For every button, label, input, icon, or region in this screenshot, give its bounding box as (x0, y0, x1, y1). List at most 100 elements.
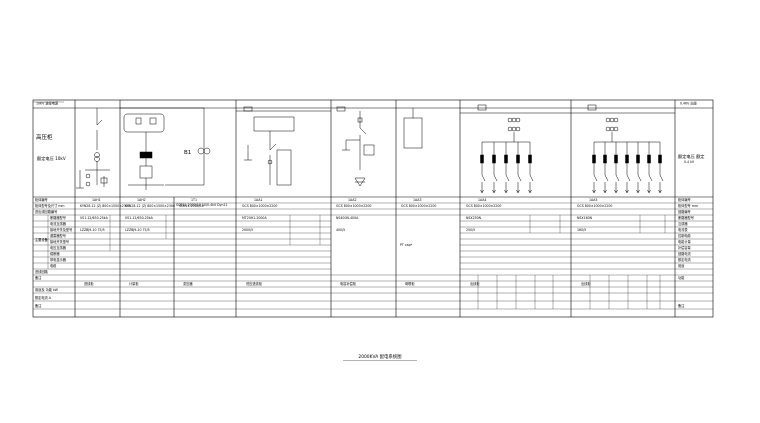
row-label-left: 用途及 功能 kW (35, 287, 59, 292)
panel-ct: 400/5 (336, 228, 345, 232)
row-label-left: 额定电流 A (35, 295, 52, 300)
row-label-left: 柜体编号 (35, 197, 48, 202)
panel-number: 1AA3 (413, 198, 422, 202)
circuit-lv-incomer (236, 106, 331, 186)
circuit-feeder-b (571, 104, 675, 143)
row-label-left: 接地开关型号 (50, 239, 69, 244)
row-label-right: 功能 (678, 275, 685, 280)
feeder-branches-b (592, 142, 664, 194)
panel-ct: 250/5 (466, 228, 475, 232)
panel-model: GCS 800×1000×2200 (466, 204, 501, 208)
panel-use: 出线柜 (581, 281, 591, 286)
busbar (120, 107, 211, 186)
row-label-right: 断路器型号 (678, 215, 694, 220)
panel-ct: 160/5 (577, 228, 586, 232)
feeder-branch (614, 142, 620, 194)
drawing-caption: 2000KVA 配电系统图 (358, 353, 402, 360)
panel-breaker: MT20H1-2000A (242, 216, 267, 220)
panel-number: 1T1 (191, 198, 197, 202)
panel-number: 1AA5 (589, 198, 598, 202)
panel-number: 1AA1 (254, 198, 263, 202)
left-header-subtitle: 额定电压 10kV (37, 155, 66, 162)
left-header-title: 高压柜 (36, 133, 53, 141)
panel-ct: 2000/5 (242, 228, 253, 232)
feeder-branches-a (480, 142, 534, 194)
panel-model: GCS 800×1000×2200 (577, 204, 612, 208)
panel-use: 计量柜 (129, 281, 139, 286)
feeder-branch (480, 142, 486, 194)
panel-use: 出线柜 (470, 281, 480, 286)
side-label: 主要设备 (35, 237, 49, 242)
row-label-left: 进出线回路编号 (35, 209, 57, 214)
feeder-branch (528, 142, 534, 194)
feeder-branch (516, 142, 522, 194)
row-label-left: 电流互感器 (50, 221, 67, 226)
panel-number: 1AA4 (478, 198, 487, 202)
panel-number: 1AA2 (348, 198, 357, 202)
left-header-top-note: 10KV 进线电源 (36, 101, 59, 106)
panel-dividers (74, 100, 676, 317)
feeder-branch (636, 142, 642, 194)
transformer-label: SCB11-2000/10 10/0.4kV Dyn11 (176, 203, 228, 207)
table-grid (33, 202, 713, 310)
feeder-branch (603, 142, 609, 194)
panel-use: 电容补偿柜 (340, 281, 357, 286)
empty-panel-note: PT cap* (400, 243, 413, 247)
row-label-left: 备注 (35, 275, 42, 280)
row-label-right: 控制电缆 (678, 233, 692, 238)
row-label-left: 柜体型号及尺寸 mm (35, 203, 65, 208)
row-label-right: 额定电流 (678, 257, 692, 262)
row-label-right: 补偿容量 (678, 245, 692, 250)
circuit-metering (123, 113, 165, 190)
row-label-left: 电缆 (50, 263, 57, 268)
right-header-subtitle-1: 额定电压 额定 (678, 153, 704, 160)
panel-model: SCB11-2000/10 (179, 204, 204, 208)
row-label-left: 电压互感器 (50, 245, 67, 250)
panel-ct: LZZBJ9-10 75/5 (80, 228, 105, 232)
row-label-left: 断路器型号 (50, 215, 66, 220)
panel-model: GCS 800×1000×2200 (242, 204, 277, 208)
feeder-branch (647, 142, 653, 194)
row-label-right: 电能计量 (678, 239, 692, 244)
panel-breaker: NSX250N (466, 216, 482, 220)
row-label-right: 柜体型号 mm (678, 203, 698, 208)
row-label-right: 电流表 (678, 227, 688, 232)
panel-breaker: VS1-12/630-25kA (125, 216, 154, 220)
row-label-right: 备注 (678, 303, 685, 308)
panel-use: 变压器 (183, 281, 193, 286)
row-label-right: 柜体编号 (678, 197, 691, 202)
panel-breaker: VS1-12/630-25kA (80, 216, 109, 220)
row-label-right: 互感器 (678, 221, 688, 226)
feeder-branch (592, 142, 598, 194)
circuit-incoming (76, 108, 110, 189)
row-label-right: 回路电流 (678, 251, 692, 256)
panel-number: 1AH1 (92, 198, 101, 202)
panel-number: 1AH2 (137, 198, 146, 202)
busbar-label: B1 (184, 150, 191, 156)
row-label-left: 避雷器型号 (50, 233, 66, 238)
panel-use: 母联柜 (405, 281, 415, 286)
row-label-left: 接地开关及型号 (50, 227, 72, 232)
panel-model: GCS 800×1000×2200 (401, 204, 436, 208)
feeder-branch (658, 142, 664, 194)
row-label-left: 带电显示器 (50, 257, 67, 262)
circuit-capacitor (336, 106, 375, 187)
row-label-right: 用途 (678, 263, 685, 268)
circuit-bus-tie (403, 108, 423, 149)
right-header: 0.4KV 出线 额定电压 额定 0.4 kV (678, 101, 704, 165)
feeder-branch (492, 142, 498, 194)
panel-use: 进线柜 (84, 281, 94, 286)
panel-model: KYN28-12 (Z) 800×1500×2300 (125, 204, 175, 208)
row-label-left: 备注 (35, 303, 42, 308)
row-label-left: 进线回路 (35, 269, 49, 274)
right-header-top-note: 0.4KV 出线 (680, 101, 698, 106)
left-header: 10KV 进线电源 高压柜 额定电压 10kV (33, 101, 66, 162)
